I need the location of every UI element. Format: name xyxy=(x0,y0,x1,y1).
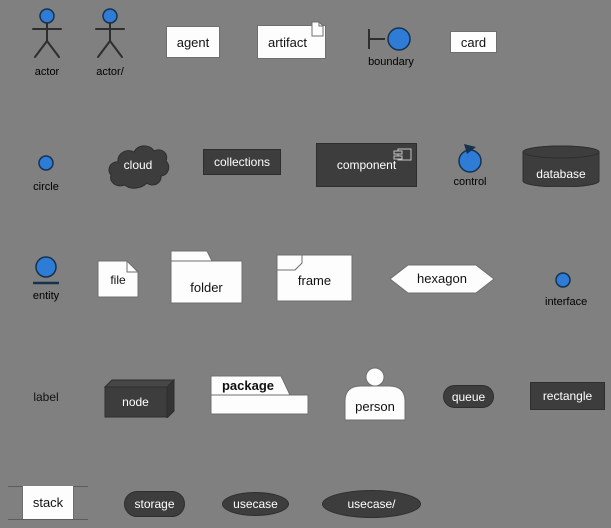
palette-item-queue[interactable]: queue xyxy=(443,385,494,408)
palette-item-database[interactable]: database xyxy=(522,145,600,187)
palette-item-actor-alt[interactable]: actor/ xyxy=(92,8,128,78)
shape-caption: actor/ xyxy=(96,66,124,78)
hexagon-icon xyxy=(389,264,495,294)
shape-text: package xyxy=(221,378,275,393)
palette-item-hexagon[interactable]: hexagon xyxy=(389,264,495,294)
palette-item-node[interactable]: node xyxy=(104,379,175,418)
node-icon xyxy=(104,379,175,418)
shape-text: person xyxy=(355,399,395,414)
stack-body: stack xyxy=(22,486,74,519)
palette-item-boundary[interactable]: boundary xyxy=(365,26,417,68)
circle-icon xyxy=(38,155,54,171)
shape-text: node xyxy=(122,395,149,409)
shape-text: database xyxy=(536,167,586,181)
artifact-page-icon xyxy=(311,21,324,37)
boundary-icon xyxy=(368,27,411,51)
palette-item-file[interactable]: file xyxy=(97,260,139,298)
palette-item-circle[interactable]: circle xyxy=(28,155,64,195)
palette-item-cloud[interactable]: cloud xyxy=(106,140,170,190)
person-icon xyxy=(344,367,406,421)
shape-text: rectangle xyxy=(542,389,593,403)
stack-bottom-line xyxy=(8,519,88,520)
shape-caption: control xyxy=(453,176,487,188)
actor-icon xyxy=(32,8,62,58)
palette-item-folder[interactable]: folder xyxy=(170,249,243,304)
shape-text: component xyxy=(336,158,397,172)
shape-text: cloud xyxy=(123,158,153,172)
shape-text: hexagon xyxy=(417,271,467,286)
control-icon xyxy=(458,144,482,173)
palette-item-agent[interactable]: agent xyxy=(166,26,220,58)
shape-text: frame xyxy=(297,273,332,288)
palette-item-component[interactable]: component xyxy=(316,143,417,187)
shape-text: file xyxy=(110,273,126,287)
palette-item-actor[interactable]: actor xyxy=(29,8,65,78)
shape-text: card xyxy=(460,34,487,50)
shape-caption: entity xyxy=(32,290,60,302)
palette-item-stack[interactable]: stack xyxy=(8,486,88,520)
palette-item-artifact[interactable]: artifact xyxy=(257,21,326,59)
palette-item-interface[interactable]: interface xyxy=(545,272,588,310)
palette-item-label[interactable]: label xyxy=(33,390,59,404)
file-icon xyxy=(97,260,139,298)
cloud-icon xyxy=(108,145,170,189)
shape-caption: boundary xyxy=(368,56,414,68)
shape-caption: actor xyxy=(34,66,60,78)
frame-icon xyxy=(276,254,353,302)
palette-item-collections[interactable]: collections xyxy=(203,149,281,175)
palette-item-package[interactable]: package xyxy=(210,375,309,415)
palette-item-entity[interactable]: entity xyxy=(28,255,64,303)
palette-item-usecase[interactable]: usecase xyxy=(222,492,289,516)
shape-text: usecase/ xyxy=(347,497,396,511)
shape-text: folder xyxy=(190,280,223,295)
entity-icon xyxy=(33,256,59,285)
palette-item-usecase-alt[interactable]: usecase/ xyxy=(322,490,421,518)
actor-icon xyxy=(95,8,125,58)
shape-text: usecase xyxy=(233,497,278,511)
shape-caption: circle xyxy=(33,181,59,193)
shape-caption: interface xyxy=(545,296,588,308)
palette-item-storage[interactable]: storage xyxy=(124,491,185,517)
interface-icon xyxy=(555,272,571,288)
shape-text: collections xyxy=(213,155,271,169)
shape-text: queue xyxy=(451,389,486,404)
shape-text: artifact xyxy=(267,34,307,50)
shape-text: stack xyxy=(32,495,64,510)
shape-text: agent xyxy=(176,34,210,50)
package-icon xyxy=(210,375,309,415)
component-icon xyxy=(393,148,412,161)
palette-item-person[interactable]: person xyxy=(344,367,406,421)
database-cylinder-icon xyxy=(522,145,600,187)
palette-item-card[interactable]: card xyxy=(450,31,497,53)
palette-item-frame[interactable]: frame xyxy=(276,254,353,302)
palette-item-rectangle[interactable]: rectangle xyxy=(530,382,605,410)
shape-text: storage xyxy=(134,497,175,511)
palette-item-control[interactable]: control xyxy=(452,143,488,188)
folder-icon xyxy=(170,250,243,304)
